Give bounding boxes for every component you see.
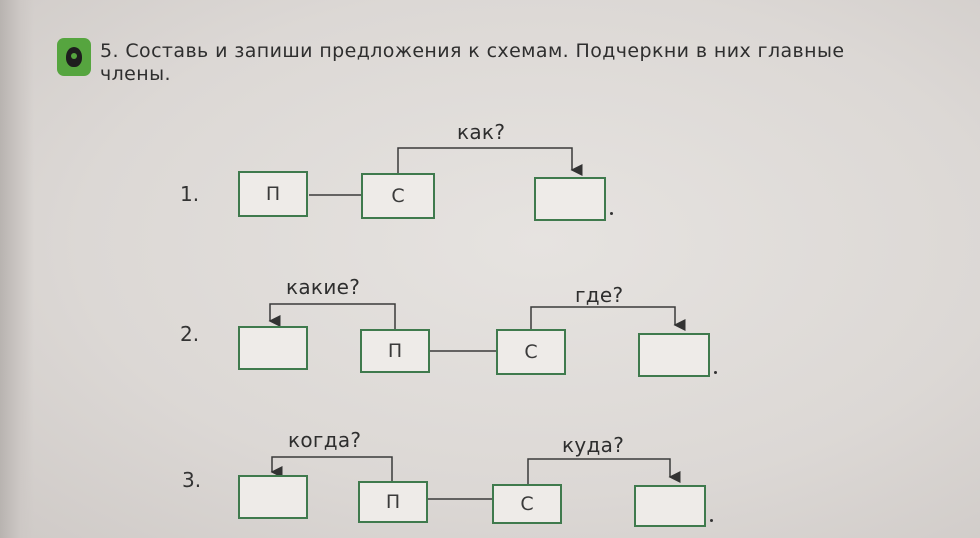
scheme3-adverbial-box-right xyxy=(634,485,706,527)
scheme3-number: 3. xyxy=(182,468,202,492)
scheme1-number: 1. xyxy=(180,182,200,206)
scheme2-question-arrow-right xyxy=(530,306,686,331)
task-text: Составь и запиши предложения к схемам. П… xyxy=(100,40,845,85)
scheme2-attribute-box xyxy=(238,326,308,370)
scheme2-period xyxy=(714,371,717,374)
book-spine-shadow xyxy=(0,0,34,538)
scheme2-question-arrow-left xyxy=(268,303,396,329)
pencil-badge-icon xyxy=(57,38,91,76)
scheme2-number: 2. xyxy=(180,322,200,346)
scheme3-question-whereto: куда? xyxy=(562,433,625,457)
scheme3-period xyxy=(710,519,713,522)
scheme3-question-arrow-right xyxy=(527,458,681,485)
scheme1-period xyxy=(610,212,613,215)
scheme1-predicate-box: С xyxy=(361,173,435,219)
scheme3-predicate-box: С xyxy=(492,484,562,524)
scheme2-adverbial-box xyxy=(638,333,710,377)
scheme2-subject-box: П xyxy=(360,329,430,373)
scheme3-question-arrow-left xyxy=(270,456,393,483)
task-instruction: 5. Составь и запиши предложения к схемам… xyxy=(100,40,880,86)
scheme1-question-arrow xyxy=(397,147,583,176)
scheme3-subject-box: П xyxy=(358,481,428,523)
scheme1-subject-box: П xyxy=(238,171,308,217)
scheme2-question-which: какие? xyxy=(286,275,361,299)
scheme3-adverbial-box-left xyxy=(238,475,308,519)
scheme2-predicate-box: С xyxy=(496,329,566,375)
scheme1-question-how: как? xyxy=(457,120,506,144)
scheme3-question-when: когда? xyxy=(288,428,362,452)
task-number: 5. xyxy=(100,40,119,62)
scheme2-question-where: где? xyxy=(575,283,624,307)
scheme1-adverbial-box xyxy=(534,177,606,221)
